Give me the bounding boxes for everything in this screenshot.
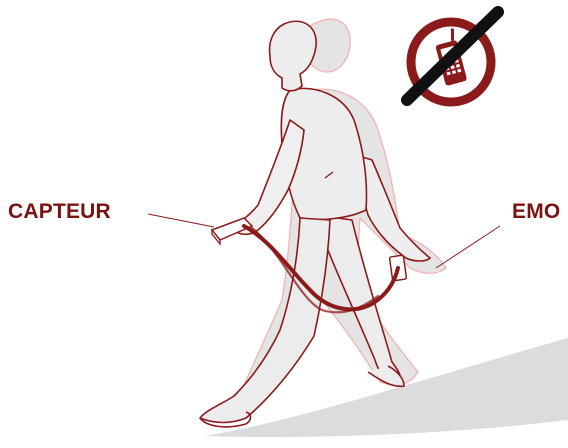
no-mobile-phone-icon [407, 12, 498, 102]
emo-label: EMO [512, 200, 560, 224]
front-leg [200, 218, 330, 423]
capteur-label: CAPTEUR [8, 200, 111, 224]
head [270, 21, 317, 91]
capteur-leader-line [148, 214, 214, 227]
emo-leader-line [436, 226, 500, 268]
